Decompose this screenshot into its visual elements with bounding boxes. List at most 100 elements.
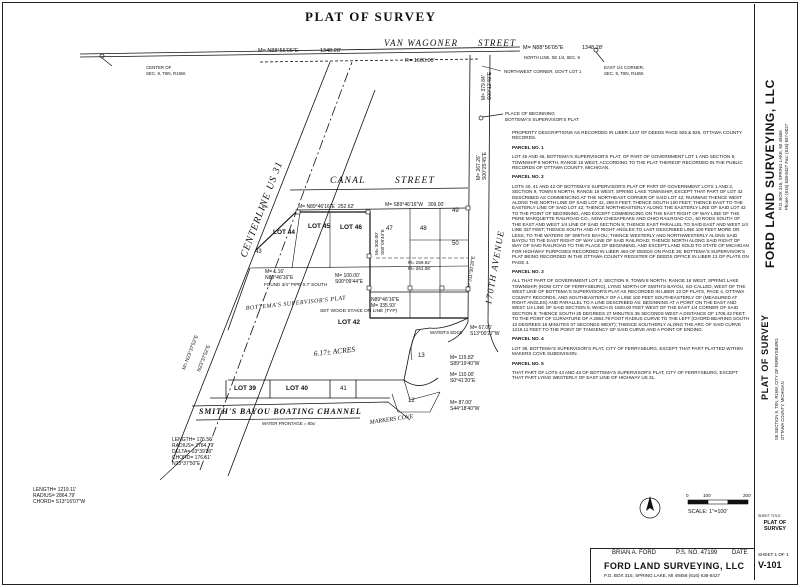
curve1-rad: RADIUS= 2764.79' <box>172 443 214 449</box>
ps-number: P.S. NO. 47199 <box>676 550 718 556</box>
lot50-label: 50 <box>452 241 459 247</box>
avenue-top-bearing: S00°12'49"E <box>487 71 493 100</box>
dim-8: 8'± <box>262 204 268 209</box>
lot46-label: LOT 46 <box>340 224 362 231</box>
bearing-top-left: M= N88°56'05"E <box>258 48 299 54</box>
east-corner-label-b: SEC. 9, T8N, R16W. <box>604 71 644 76</box>
nw-corner-leader <box>481 65 502 72</box>
surveyor-name: BRIAN A. FORD <box>612 550 657 556</box>
lot43-label: 43 <box>255 249 262 255</box>
scale-bar <box>687 499 749 505</box>
avenue-top-dist: M= 379.84' <box>481 75 487 100</box>
tb-firm-address: P.O. BOX 315, SPRING LAKE, MI 49456 <box>778 130 783 210</box>
place-of-beginning-marker <box>478 113 504 121</box>
footer-firm: FORD LAND SURVEYING, LLC <box>604 561 745 571</box>
sheet-of: SHEET 1 OF 1 <box>758 552 789 557</box>
date-label: DATE <box>732 550 748 556</box>
lot49-label: 49 <box>452 208 459 214</box>
curve2-rad: RADIUS= 2864.79' <box>33 493 75 499</box>
lot44-label: LOT 44 <box>273 229 295 236</box>
scale-label: SCALE: 1"=100' <box>688 509 728 515</box>
avenue-label: 170TH AVENUE <box>483 229 506 305</box>
sheet-number: V-101 <box>758 560 782 570</box>
mid-1: M= 1.16' <box>265 269 284 275</box>
curve1-len: LENGTH= 176.56' <box>172 437 213 443</box>
right-2: M= 119.82' <box>450 355 474 361</box>
set-stake: SET WOOD STAKE ON LINE (TYP) <box>320 308 398 314</box>
lot41-label: 41 <box>340 386 347 392</box>
plat-title: PLAT OF SURVEY <box>305 9 437 24</box>
parcel5-text: THAT PART OF LOTS 44 AND 43 OF BOTTEMA'S… <box>512 370 738 381</box>
center-of-section: CENTER OF <box>146 65 172 70</box>
place-of-beginning-plat: BOTTEMA'S SUPERVISOR'S PLAT <box>505 117 579 122</box>
curve2-len: LENGTH= 1219.11' <box>33 487 76 493</box>
tb-plat-title: PLAT OF SURVEY <box>760 314 770 400</box>
distance-top-right: 1348.28' <box>582 45 603 51</box>
mid-5b: M= 335.93' <box>371 303 396 309</box>
scale-0: 0 <box>686 493 689 498</box>
mid-2b: S00°09'44"E <box>335 279 364 285</box>
east-corner-marker <box>593 47 605 63</box>
found-pipe: FOUND 3/4" PIPE 0.7' SOUTH <box>264 282 327 287</box>
us31-lines <box>171 61 376 477</box>
parcel4-text: LOT 39, BOTTEMA'S SUPERVISOR'S PLAT, CIT… <box>512 345 743 357</box>
scale-200: 200 <box>743 493 751 498</box>
lot13-label: 13 <box>418 353 425 359</box>
north-arrow-icon <box>639 496 661 519</box>
right-4b: S44°18'40"W <box>450 406 480 412</box>
curve1-delta: DELTA= 03°39'30" <box>172 449 213 455</box>
lot45-label: LOT 45 <box>308 223 330 230</box>
van-wagoner-street <box>79 46 521 63</box>
right-3: M= 110.00' <box>450 372 474 378</box>
van-wagoner-label: VAN WAGONER <box>384 38 458 48</box>
scale-100: 100 <box>703 493 711 498</box>
parcel1-text: LOT 45 AND 46, BOTTEMA'S SUPERVISOR'S PL… <box>512 154 743 171</box>
radius-top: R= 1600.00' <box>405 58 435 64</box>
van-wagoner-street-label: STREET <box>478 38 516 48</box>
notes-intro: PROPERTY DESCRIPTIONS AS RECORDED IN LIB… <box>512 130 743 141</box>
mid-3-bearing: S00°09'44"E <box>380 229 385 255</box>
curve2-chord: CHORD= S13°16'07"W <box>33 499 85 505</box>
lot40-label: LOT 40 <box>286 385 308 392</box>
tb-firm-phone: Phone: (616) 638-8427 Fax: (616) 837-002… <box>784 123 789 210</box>
area-label: 6.17± ACRES <box>313 345 355 358</box>
lot-lines-north <box>249 208 469 318</box>
nw-corner-label: NORTHWEST CORNER, GOV'T LOT 1 <box>504 69 582 74</box>
sheet-title: PLAT OF SURVEY <box>763 520 787 532</box>
canal-right-dist: 309.00' <box>428 202 444 208</box>
parcel5-heading: PARCEL NO. 5 <box>512 360 544 366</box>
parcel2-heading: PARCEL NO. 2 <box>512 174 544 180</box>
cove-lots <box>391 329 441 413</box>
parcel2-text: LOTS 40, 41 AND 42 OF BOTTEMA'S SUPERVIS… <box>512 183 749 265</box>
tb-firm-name: FORD LAND SURVEYING, LLC <box>763 79 777 268</box>
mid-4: M= 259.92' <box>408 260 431 265</box>
canal-right-bearing: M= S89°46'16"W <box>385 202 423 208</box>
mid-3-dist: M= 300.00' <box>374 232 379 255</box>
right-2b: S89°19'40"W <box>450 361 480 367</box>
tb-sub1: SE SECTION 9, T8N, R16W, CITY OF FERRYSB… <box>774 338 779 440</box>
lot42-label: LOT 42 <box>338 319 360 326</box>
distance-top-left: 1348.28' <box>320 48 341 54</box>
mid-5: N89°46'16"E <box>371 297 400 303</box>
tb-sub2: OTTAWA COUNTY, MICHIGAN <box>780 381 785 440</box>
canal-label: CANAL <box>330 176 366 186</box>
footer-address: P.O. BOX 315, SPRING LAKE, MI 49456 (616… <box>604 573 721 578</box>
mid-1b: N89°46'16"E <box>265 275 294 281</box>
curve1-chord: CHORD= 176.51' <box>172 455 211 461</box>
section-corner-left <box>99 53 113 67</box>
east-corner-label: EAST 1/4 CORNER, <box>604 65 644 70</box>
center-of-section-b: SEC. 9, T8N, R16W. <box>146 71 186 76</box>
parcel4-heading: PARCEL NO. 4 <box>512 336 544 342</box>
parcel3-text: ALL THAT PART OF GOVERNMENT LOT 2, SECTI… <box>512 278 750 332</box>
avenue-mid-bearing: S00°25'45"E <box>482 151 488 180</box>
lot47-label: 47 <box>386 226 393 232</box>
channel-lines <box>191 401 411 421</box>
bottom-lots <box>210 380 390 399</box>
right-3b: S0°41'20"E <box>450 378 476 384</box>
parcel3-heading: PARCEL NO. 3 <box>512 268 544 274</box>
lot12-label: 12 <box>408 398 415 404</box>
avenue-mid-dist: M= 267.26' <box>476 155 482 180</box>
